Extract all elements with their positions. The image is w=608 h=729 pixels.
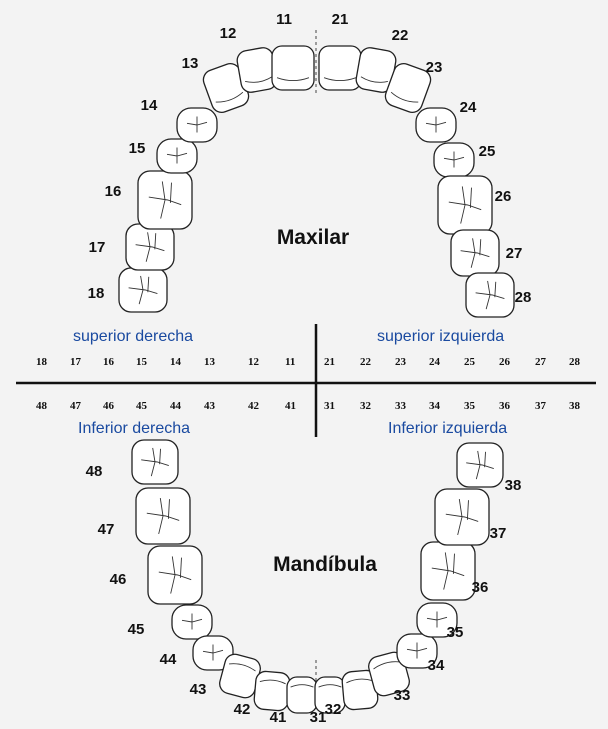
tooth-42	[253, 671, 290, 712]
quadrant-lower-right-label: Inferior derecha	[78, 420, 190, 437]
row-number: 13	[204, 356, 216, 368]
upper-tooth-number-25: 25	[479, 143, 496, 160]
row-number: 22	[360, 356, 372, 368]
row-number: 45	[136, 400, 148, 412]
row-number: 26	[499, 356, 511, 368]
lower-tooth-number-41: 41	[270, 709, 287, 724]
row-number: 14	[170, 356, 182, 368]
row-number: 15	[136, 356, 148, 368]
lower-tooth-number-36: 36	[472, 579, 489, 596]
tooth-26	[438, 176, 492, 234]
row-number: 16	[103, 356, 115, 368]
row-number: 42	[248, 400, 260, 412]
tooth-46	[148, 546, 202, 604]
lower-tooth-number-45: 45	[128, 621, 145, 638]
row-number: 21	[324, 356, 335, 368]
row-number: 33	[395, 400, 407, 412]
upper-tooth-number-17: 17	[89, 239, 106, 256]
lower-tooth-number-34: 34	[428, 657, 445, 674]
lower-tooth-number-35: 35	[447, 624, 464, 641]
lower-tooth-number-38: 38	[505, 477, 522, 494]
upper-tooth-number-23: 23	[426, 59, 443, 76]
upper-tooth-number-27: 27	[506, 245, 523, 262]
tooth-16	[138, 171, 192, 229]
upper-tooth-number-13: 13	[182, 55, 199, 72]
quadrant-upper-left-label: superior izquierda	[377, 328, 504, 345]
tooth-38	[457, 443, 503, 487]
tooth-24	[416, 108, 456, 142]
lower-tooth-number-42: 42	[234, 701, 251, 718]
tooth-25	[434, 143, 474, 177]
tooth-47	[136, 488, 190, 544]
tooth-crown	[272, 46, 314, 90]
row-number: 32	[360, 400, 372, 412]
lower-tooth-number-32: 32	[325, 701, 342, 718]
lower-tooth-number-37: 37	[490, 525, 507, 542]
lower-tooth-number-46: 46	[110, 571, 127, 588]
row-number: 36	[499, 400, 511, 412]
row-number: 12	[248, 356, 260, 368]
row-number: 25	[464, 356, 476, 368]
upper-tooth-number-28: 28	[515, 289, 532, 306]
row-number: 28	[569, 356, 581, 368]
row-number: 37	[535, 400, 547, 412]
row-number: 17	[70, 356, 82, 368]
upper-tooth-number-12: 12	[220, 25, 237, 42]
tooth-36	[421, 542, 475, 600]
row-number: 31	[324, 400, 335, 412]
tooth-15	[157, 139, 197, 173]
quadrant-lower-left-label: Inferior izquierda	[388, 420, 507, 437]
upper-tooth-number-18: 18	[88, 285, 105, 302]
row-number: 35	[464, 400, 476, 412]
tooth-crown	[287, 677, 317, 713]
row-number: 48	[36, 400, 48, 412]
lower-tooth-number-33: 33	[394, 687, 411, 704]
row-number: 44	[170, 400, 182, 412]
tooth-48	[132, 440, 178, 484]
tooth-18	[119, 268, 167, 312]
lower-tooth-number-47: 47	[98, 521, 115, 538]
row-number: 11	[285, 356, 295, 368]
upper-tooth-number-21: 21	[332, 11, 349, 28]
tooth-crown	[319, 46, 361, 90]
row-number: 24	[429, 356, 441, 368]
upper-tooth-number-16: 16	[105, 183, 122, 200]
row-number: 34	[429, 400, 441, 412]
row-number: 43	[204, 400, 216, 412]
row-number: 27	[535, 356, 547, 368]
tooth-28	[466, 273, 514, 317]
upper-tooth-number-22: 22	[392, 27, 409, 44]
quadrant-upper-right-label: superior derecha	[73, 328, 193, 345]
upper-tooth-number-26: 26	[495, 188, 512, 205]
row-number: 41	[285, 400, 296, 412]
upper-tooth-number-15: 15	[129, 140, 146, 157]
tooth-21	[319, 46, 361, 90]
row-number: 47	[70, 400, 82, 412]
upper-tooth-number-14: 14	[141, 97, 158, 114]
upper-tooth-number-11: 11	[276, 11, 292, 28]
tooth-37	[435, 489, 489, 545]
tooth-41	[287, 677, 317, 713]
row-number: 18	[36, 356, 48, 368]
tooth-11	[272, 46, 314, 90]
row-number: 23	[395, 356, 407, 368]
mandibula-label: Mandíbula	[273, 553, 377, 576]
lower-tooth-number-43: 43	[190, 681, 207, 698]
tooth-27	[451, 230, 499, 276]
lower-tooth-number-48: 48	[86, 463, 103, 480]
tooth-17	[126, 224, 174, 270]
tooth-45	[172, 605, 212, 639]
maxilar-label: Maxilar	[277, 226, 349, 249]
lower-tooth-number-44: 44	[160, 651, 177, 668]
tooth-14	[177, 108, 217, 142]
row-number: 38	[569, 400, 581, 412]
tooth-crown	[253, 671, 290, 712]
upper-tooth-number-24: 24	[460, 99, 477, 116]
row-number: 46	[103, 400, 115, 412]
